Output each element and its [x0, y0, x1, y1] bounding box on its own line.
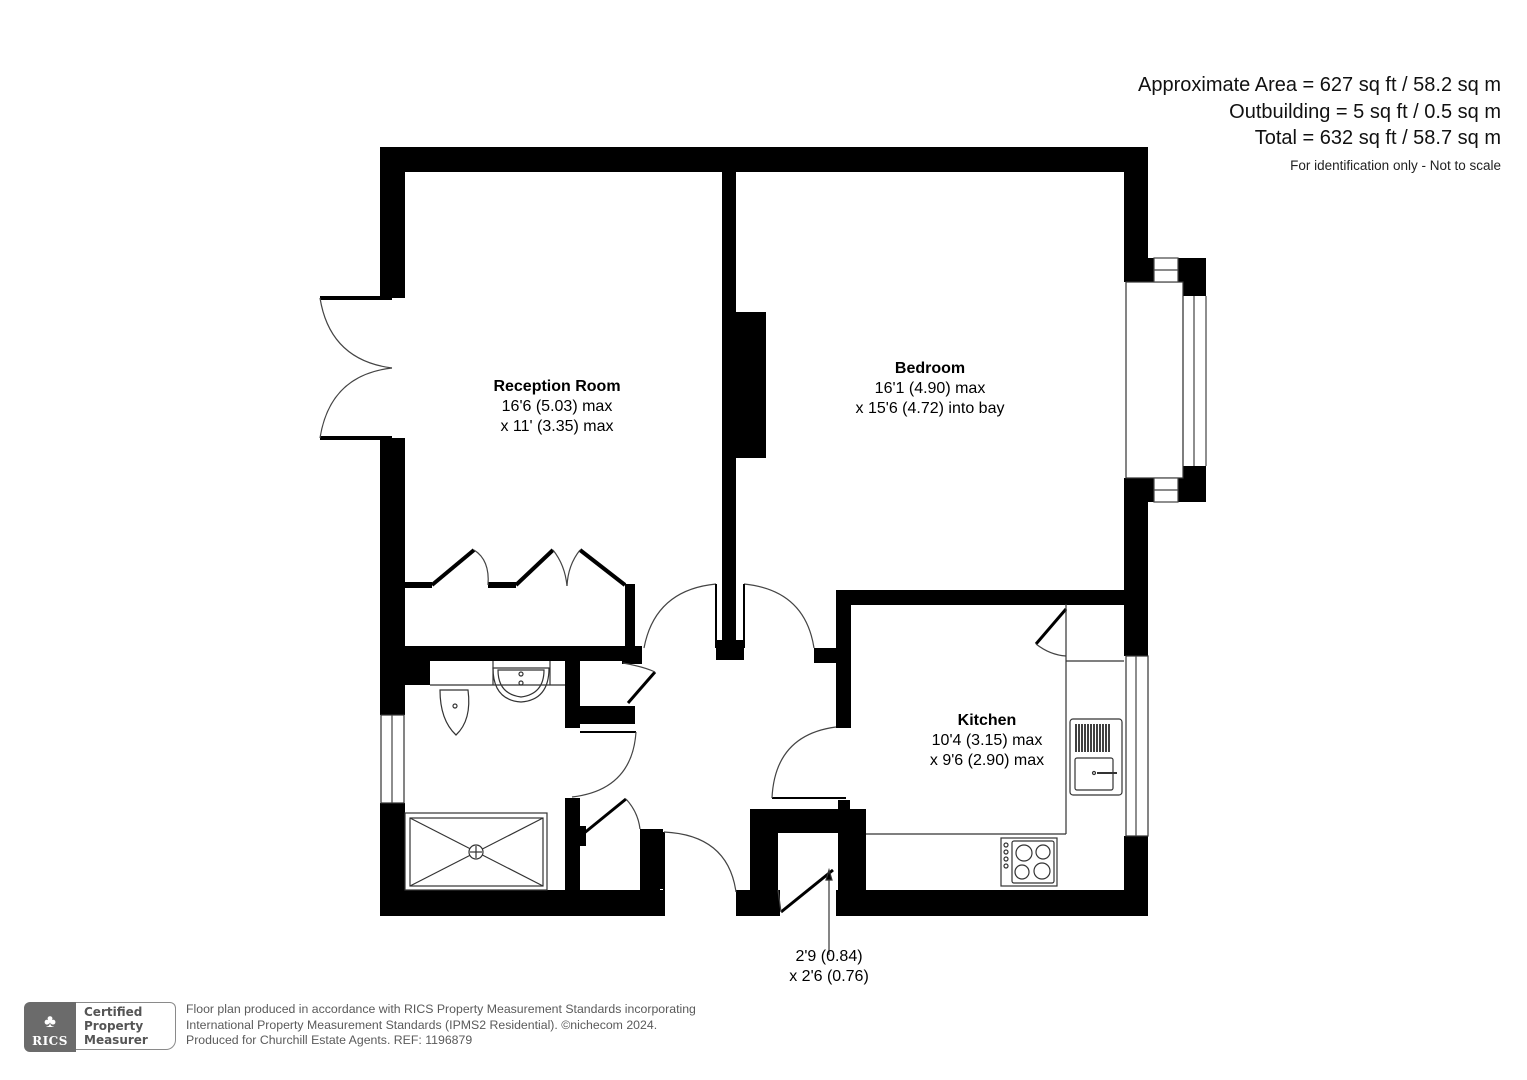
badge-line: Certified — [84, 1005, 143, 1019]
room-label-kitchen: Kitchen 10'4 (3.15) max x 9'6 (2.90) max — [930, 711, 1044, 771]
kitchen-sink-icon — [1069, 718, 1123, 796]
hob-icon — [1000, 837, 1058, 887]
room-dimension: 16'6 (5.03) max — [501, 398, 613, 415]
room-dimension: 10'4 (3.15) max — [931, 732, 1043, 749]
rics-logo: ♣ RICS — [24, 1002, 76, 1052]
area-summary: Approximate Area = 627 sq ft / 58.2 sq m… — [1138, 72, 1501, 173]
total-area: Total = 632 sq ft / 58.7 sq m — [1254, 127, 1501, 149]
outbuilding-dim: x 2'6 (0.76) — [789, 968, 869, 985]
badge-line: Property — [84, 1019, 144, 1033]
room-dimension: x 15'6 (4.72) into bay — [855, 400, 1005, 417]
room-dimension: 16'1 (4.90) max — [874, 380, 986, 397]
approximate-area: Approximate Area = 627 sq ft / 58.2 sq m — [1138, 74, 1501, 96]
basin-icon — [492, 667, 550, 703]
room-dimension: x 9'6 (2.90) max — [929, 752, 1045, 769]
footer: ♣ RICS Certified Property Measurer Floor… — [24, 1002, 696, 1052]
shower-tray-icon — [409, 817, 544, 887]
scale-disclaimer: For identification only - Not to scale — [1290, 157, 1501, 173]
room-name: Kitchen — [957, 712, 1017, 729]
walls — [380, 147, 1206, 916]
badge-line: Measurer — [84, 1033, 148, 1047]
room-dimension: x 11' (3.35) max — [500, 418, 614, 435]
footer-disclaimer: Floor plan produced in accordance with R… — [186, 1002, 696, 1049]
room-name: Reception Room — [493, 378, 621, 395]
toilet-icon — [439, 689, 470, 736]
lion-icon: ♣ — [44, 1011, 56, 1031]
room-label-reception: Reception Room 16'6 (5.03) max x 11' (3.… — [493, 377, 620, 437]
fixtures — [404, 604, 1124, 955]
rics-wordmark: RICS — [32, 1034, 68, 1048]
outbuilding-dimensions: 2'9 (0.84) x 2'6 (0.76) — [789, 947, 869, 987]
outbuilding-area: Outbuilding = 5 sq ft / 0.5 sq m — [1229, 100, 1501, 123]
footer-line: International Property Measurement Stand… — [186, 1017, 658, 1032]
footer-line: Floor plan produced in accordance with R… — [186, 1002, 696, 1016]
certified-measurer-badge: Certified Property Measurer — [76, 1002, 176, 1050]
doors-and-windows — [319, 257, 1207, 914]
room-name: Bedroom — [894, 360, 966, 377]
room-label-bedroom: Bedroom 16'1 (4.90) max x 15'6 (4.72) in… — [856, 359, 1005, 419]
outbuilding-dim: 2'9 (0.84) — [795, 948, 863, 965]
footer-line: Produced for Churchill Estate Agents. RE… — [186, 1033, 473, 1047]
